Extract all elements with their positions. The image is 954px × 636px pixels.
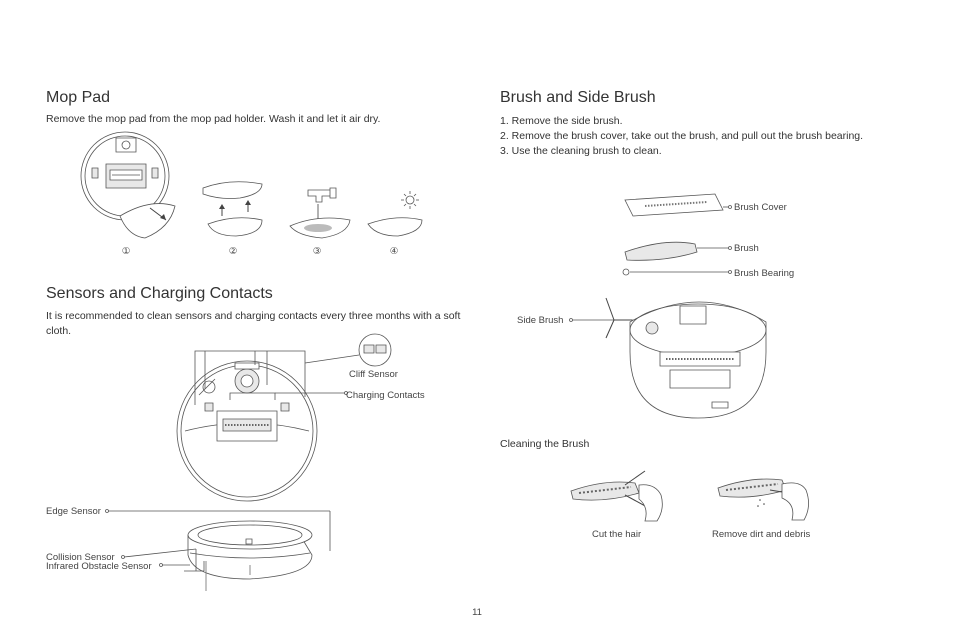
mop-pad-description: Remove the mop pad from the mop pad hold…	[46, 113, 381, 125]
brush-label: Brush	[734, 243, 759, 254]
brush-cover-label: Brush Cover	[734, 202, 787, 213]
mop-pad-title: Mop Pad	[46, 89, 111, 106]
brush-parts-illustration	[615, 190, 735, 280]
cut-hair-caption: Cut the hair	[592, 529, 642, 540]
brush-step-1: 1. Remove the side brush.	[500, 115, 623, 127]
robot-underside-sensors-illustration	[175, 345, 405, 505]
robot-underside-brush-illustration	[570, 292, 790, 422]
brush-bearing-label: Brush Bearing	[734, 268, 795, 279]
mop-step1-number: ①	[121, 246, 131, 257]
mop-step2-illustration	[200, 180, 270, 240]
collision-sensor-label: Collision Sensor	[46, 552, 115, 563]
robot-side-view-illustration	[100, 505, 340, 595]
mop-step3-number: ③	[312, 246, 322, 257]
mop-step4-number: ④	[389, 246, 399, 257]
brush-step-3: 3. Use the cleaning brush to clean.	[500, 145, 662, 157]
page-number: 11	[472, 607, 482, 618]
infrared-obstacle-sensor-label: Infrared Obstacle Sensor	[46, 561, 152, 572]
cut-hair-illustration	[565, 465, 675, 527]
remove-dirt-caption: Remove dirt and debris	[712, 529, 811, 540]
mop-step4-illustration	[366, 190, 426, 240]
remove-dirt-illustration	[712, 462, 822, 524]
sensors-title: Sensors and Charging Contacts	[46, 285, 273, 302]
cleaning-brush-title: Cleaning the Brush	[500, 438, 590, 450]
brush-step-2: 2. Remove the brush cover, take out the …	[500, 130, 864, 142]
brush-title: Brush and Side Brush	[500, 89, 656, 106]
cliff-sensor-label: Cliff Sensor	[349, 369, 398, 380]
mop-step3-illustration	[288, 186, 358, 242]
mop-step2-number: ②	[228, 246, 238, 257]
mop-step1-illustration	[80, 128, 190, 243]
sensors-description: It is recommended to clean sensors and c…	[46, 310, 461, 337]
brush-steps-list: 1. Remove the side brush. 2. Remove the …	[500, 114, 930, 159]
side-brush-label: Side Brush	[517, 315, 564, 326]
edge-sensor-label: Edge Sensor	[46, 506, 101, 517]
charging-contacts-label: Charging Contacts	[346, 390, 425, 401]
